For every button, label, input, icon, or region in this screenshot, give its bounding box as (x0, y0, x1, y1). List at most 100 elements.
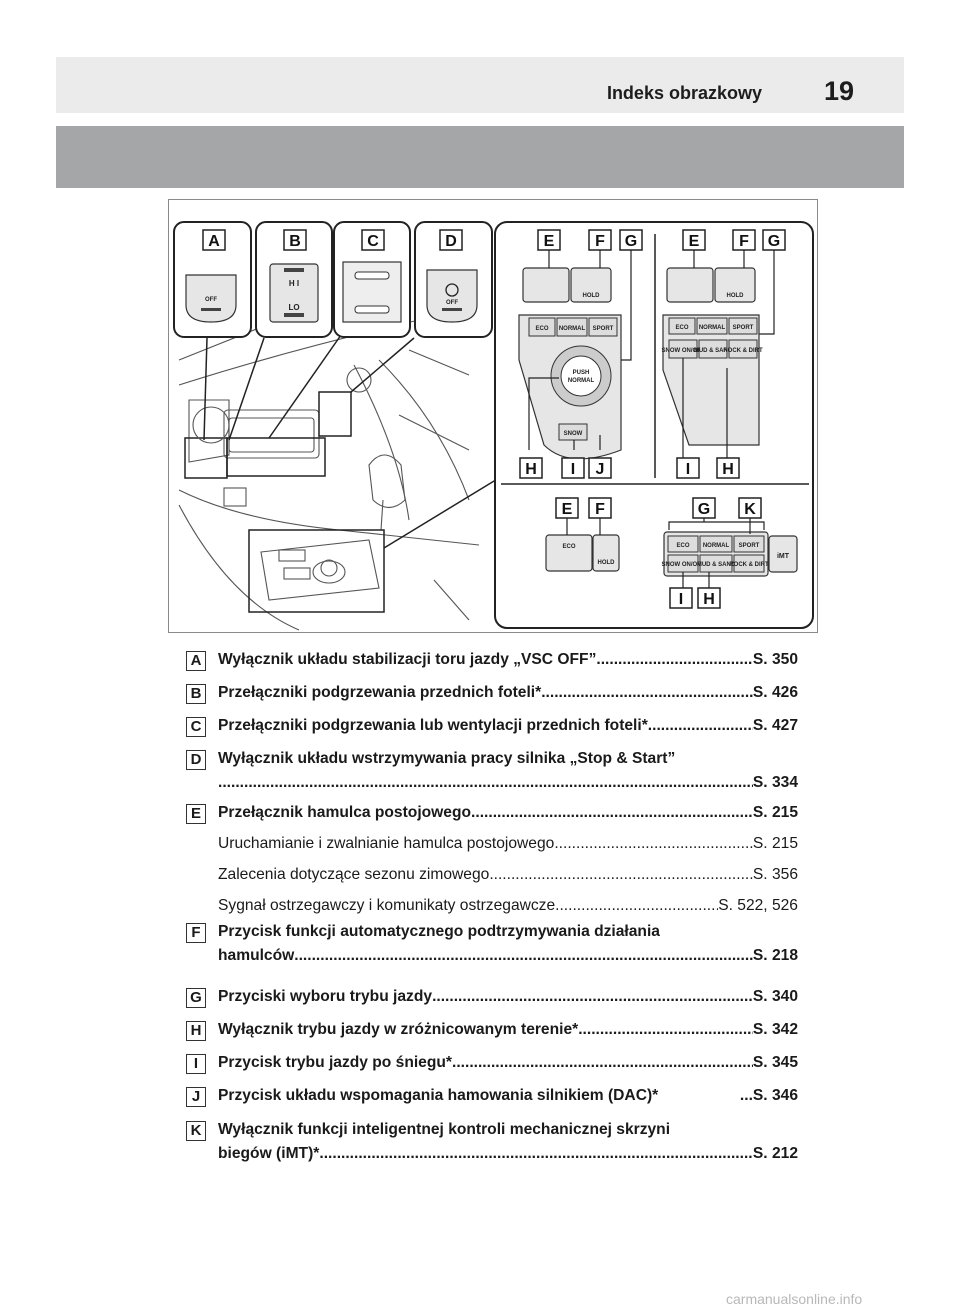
entry-line: biegów (iMT)*S. 212 (218, 1142, 798, 1166)
seat-heater-switch (269, 263, 319, 323)
svg-text:D: D (445, 233, 457, 250)
entry-line: Wyłącznik układu wstrzymywania pracy sil… (218, 747, 798, 771)
svg-text:J: J (596, 461, 605, 478)
panel-variant-3: E F ECO HOLD (545, 497, 620, 572)
entry-letter-badge: D (186, 750, 206, 770)
entry-line: Wyłącznik trybu jazdy w zróżnicowanym te… (218, 1018, 798, 1042)
entry-text: Wyłącznik układu stabilizacji toru jazdy… (218, 651, 597, 668)
svg-text:H: H (525, 461, 537, 478)
svg-text:OFF: OFF (205, 297, 217, 303)
svg-text:B: B (289, 233, 301, 250)
leader-dots (452, 1051, 753, 1075)
console-drawing (178, 289, 480, 631)
stop-start-switch-location (318, 391, 352, 437)
svg-text:SPORT: SPORT (739, 543, 760, 549)
svg-text:G: G (698, 501, 710, 518)
entry-line: Wyłącznik funkcji inteligentnej kontroli… (218, 1118, 798, 1142)
entry-line: Zalecenia dotyczące sezonu zimowego S. 35… (218, 863, 798, 887)
entry-text: Przycisk funkcji automatycznego podtrzym… (218, 923, 660, 940)
svg-text:SNOW ON/OFF: SNOW ON/OFF (662, 562, 705, 568)
callout-a: A OFF (173, 221, 252, 338)
entry-text: Zalecenia dotyczące sezonu zimowego (218, 866, 490, 883)
brake-hold-switch (570, 267, 612, 303)
svg-text:H I: H I (289, 279, 299, 288)
entry-page-ref: S. 215 (752, 835, 798, 852)
entry-text: Sygnał ostrzegawczy i komunikaty ostrzeg… (218, 897, 556, 914)
entry-line: Przełącznik hamulca postojowegoS. 215 (218, 801, 798, 825)
svg-text:MUD & SAND: MUD & SAND (697, 562, 736, 568)
svg-text:C: C (367, 233, 379, 250)
vsc-off-switch (185, 274, 237, 323)
svg-text:G: G (768, 233, 780, 250)
label-c (361, 229, 385, 251)
entry-page-ref: S. 427 (752, 717, 798, 734)
svg-text:I: I (571, 461, 575, 478)
svg-text:MUD & SAND: MUD & SAND (694, 348, 733, 354)
entry-line: Przyciski wyboru trybu jazdyS. 340 (218, 985, 798, 1009)
entry-letter-badge: E (186, 804, 206, 824)
panel-variant-4: G K ECO NORMAL SPORT SNOW ON/OFF MUD & S… (662, 497, 798, 609)
entry-line: Przycisk trybu jazdy po śniegu*S. 345 (218, 1051, 798, 1075)
entry-page-ref: S. 218 (752, 947, 798, 964)
entry-page-ref: S. 215 (752, 804, 798, 821)
leader-dots (648, 714, 753, 738)
entry-text: Przycisk układu wspomagania hamowania si… (218, 1087, 659, 1104)
entry-line: Przycisk układu wspomagania hamowania si… (218, 1084, 798, 1108)
leader-dots (294, 944, 753, 968)
panel-variant-2: E F G HOLD ECO NORMAL SPORT SNOW ON/OFF … (662, 229, 786, 479)
entry-page-ref: S. 334 (752, 774, 798, 791)
watermark: carmanualsonline.info (726, 1291, 863, 1307)
svg-text:F: F (595, 501, 605, 518)
entry-text: Wyłącznik trybu jazdy w zróżnicowanym te… (218, 1021, 579, 1038)
entry-letter-badge: J (186, 1087, 206, 1107)
page-number: 19 (823, 76, 854, 106)
leader-dots (489, 863, 753, 887)
svg-text:E: E (544, 233, 555, 250)
svg-text:H: H (703, 591, 715, 608)
svg-text:PUSH: PUSH (573, 370, 590, 376)
entry-page-ref: ...S. 346 (739, 1087, 798, 1104)
entry-letter-badge: K (186, 1121, 206, 1141)
panel-variant-1: E F G HOLD ECO NORMAL SPORT PUSH NORMAL … (518, 229, 643, 479)
label-d (439, 229, 463, 251)
svg-text:NORMAL: NORMAL (568, 378, 595, 384)
svg-text:ROCK & DIRT: ROCK & DIRT (729, 562, 769, 568)
entry-text: Wyłącznik układu wstrzymywania pracy sil… (218, 750, 676, 767)
svg-text:NORMAL: NORMAL (703, 543, 730, 549)
svg-text:I: I (679, 591, 683, 608)
callout-b: B H I LO (255, 221, 333, 338)
callout-c: C (333, 221, 411, 338)
entry-letter-badge: C (186, 717, 206, 737)
section-band (56, 126, 904, 188)
entry-letter-badge: H (186, 1021, 206, 1041)
svg-text:SNOW ON/OFF: SNOW ON/OFF (662, 348, 705, 354)
entry-letter-badge: G (186, 988, 206, 1008)
svg-text:F: F (739, 233, 749, 250)
page-header: Indeks obrazkowy 19 (56, 57, 904, 113)
vsc-switch-location (184, 437, 228, 479)
svg-text:E: E (562, 501, 573, 518)
svg-text:ECO: ECO (676, 543, 689, 549)
entry-text: Przyciski wyboru trybu jazdy (218, 988, 433, 1005)
entry-line: hamulcówS. 218 (218, 944, 798, 968)
leader-dots (578, 1018, 753, 1042)
leader-dots (554, 832, 753, 856)
entry-text: Wyłącznik funkcji inteligentnej kontroli… (218, 1121, 671, 1138)
entry-line: S. 334 (218, 771, 798, 795)
svg-text:ECO: ECO (675, 325, 688, 331)
svg-text:NORMAL: NORMAL (699, 325, 726, 331)
entry-page-ref: S. 356 (752, 866, 798, 883)
leader-dots (555, 894, 718, 918)
callout-d: D OFF (414, 221, 493, 338)
callout-pointers (203, 334, 500, 549)
svg-text:SPORT: SPORT (733, 325, 754, 331)
svg-text:ROCK & DIRT: ROCK & DIRT (723, 348, 763, 354)
leader-dots (319, 1142, 753, 1166)
svg-text:HOLD: HOLD (727, 293, 745, 299)
leader-dots (471, 801, 753, 825)
header-title: Indeks obrazkowy (606, 83, 762, 103)
seat-switch-location (226, 437, 326, 477)
svg-text:E: E (689, 233, 700, 250)
leader-dots (218, 771, 753, 795)
entry-text: Przycisk trybu jazdy po śniegu* (218, 1054, 452, 1071)
